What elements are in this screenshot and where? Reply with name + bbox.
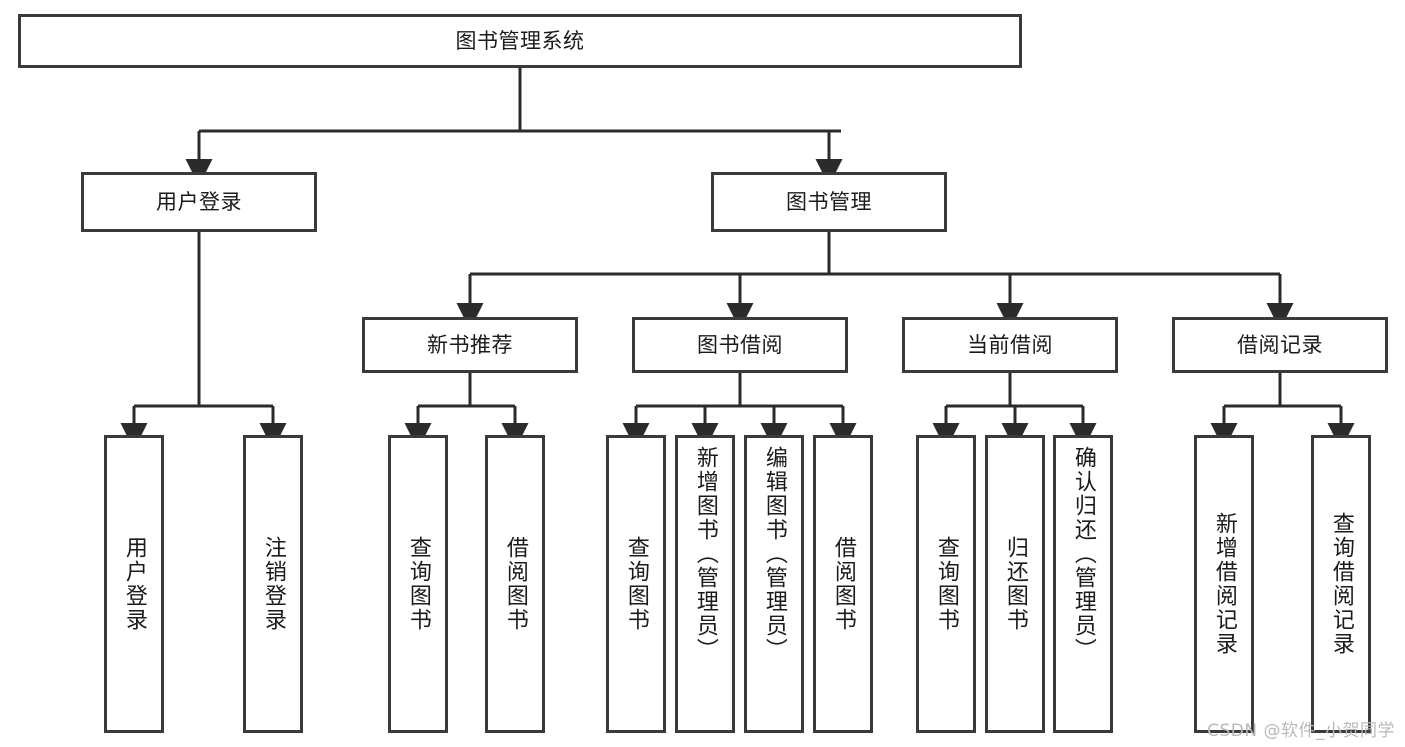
leaf-book-borrow-edit-label: 编辑图书（管理员） [761,446,787,662]
node-book-borrow[interactable]: 图书借阅 [632,317,848,373]
node-new-book-recommend[interactable]: 新书推荐 [362,317,578,373]
leaf-book-borrow-query-label: 查询图书 [623,536,649,632]
leaf-new-book-query-label: 查询图书 [405,536,431,632]
node-new-book-recommend-label: 新书推荐 [427,332,513,357]
leaf-borrow-record-add-label: 新增借阅记录 [1211,512,1237,656]
leaf-borrow-record-query[interactable]: 查询借阅记录 [1311,435,1371,733]
csdn-watermark: CSDN @软件_小贺同学 [1207,721,1395,741]
leaf-new-book-borrow[interactable]: 借阅图书 [485,435,545,733]
leaf-current-borrow-query-label: 查询图书 [933,536,959,632]
leaf-current-borrow-return-label: 归还图书 [1002,536,1028,632]
leaf-user-login-signin[interactable]: 用户登录 [104,435,164,733]
leaf-current-borrow-confirm[interactable]: 确认归还（管理员） [1053,435,1113,733]
node-borrow-record-label: 借阅记录 [1237,332,1323,357]
node-root-system-label: 图书管理系统 [455,28,585,53]
node-root-system[interactable]: 图书管理系统 [18,14,1022,68]
leaf-current-borrow-query[interactable]: 查询图书 [916,435,976,733]
node-book-management-label: 图书管理 [786,189,872,214]
leaf-new-book-query[interactable]: 查询图书 [388,435,448,733]
leaf-book-borrow-edit[interactable]: 编辑图书（管理员） [744,435,804,733]
node-user-login-label: 用户登录 [156,189,242,214]
leaf-borrow-record-query-label: 查询借阅记录 [1328,512,1354,656]
leaf-new-book-borrow-label: 借阅图书 [502,536,528,632]
node-borrow-record[interactable]: 借阅记录 [1172,317,1388,373]
leaf-user-login-signout-label: 注销登录 [260,536,286,632]
node-current-borrow[interactable]: 当前借阅 [902,317,1118,373]
leaf-current-borrow-confirm-label: 确认归还（管理员） [1070,446,1096,662]
leaf-book-borrow-lend[interactable]: 借阅图书 [813,435,873,733]
node-book-management[interactable]: 图书管理 [711,172,947,232]
leaf-book-borrow-lend-label: 借阅图书 [830,536,856,632]
leaf-book-borrow-add-label: 新增图书（管理员） [692,446,718,662]
node-user-login[interactable]: 用户登录 [81,172,317,232]
node-current-borrow-label: 当前借阅 [967,332,1053,357]
leaf-current-borrow-return[interactable]: 归还图书 [985,435,1045,733]
leaf-book-borrow-add[interactable]: 新增图书（管理员） [675,435,735,733]
leaf-borrow-record-add[interactable]: 新增借阅记录 [1194,435,1254,733]
leaf-book-borrow-query[interactable]: 查询图书 [606,435,666,733]
node-book-borrow-label: 图书借阅 [697,332,783,357]
leaf-user-login-signout[interactable]: 注销登录 [243,435,303,733]
leaf-user-login-signin-label: 用户登录 [121,536,147,632]
